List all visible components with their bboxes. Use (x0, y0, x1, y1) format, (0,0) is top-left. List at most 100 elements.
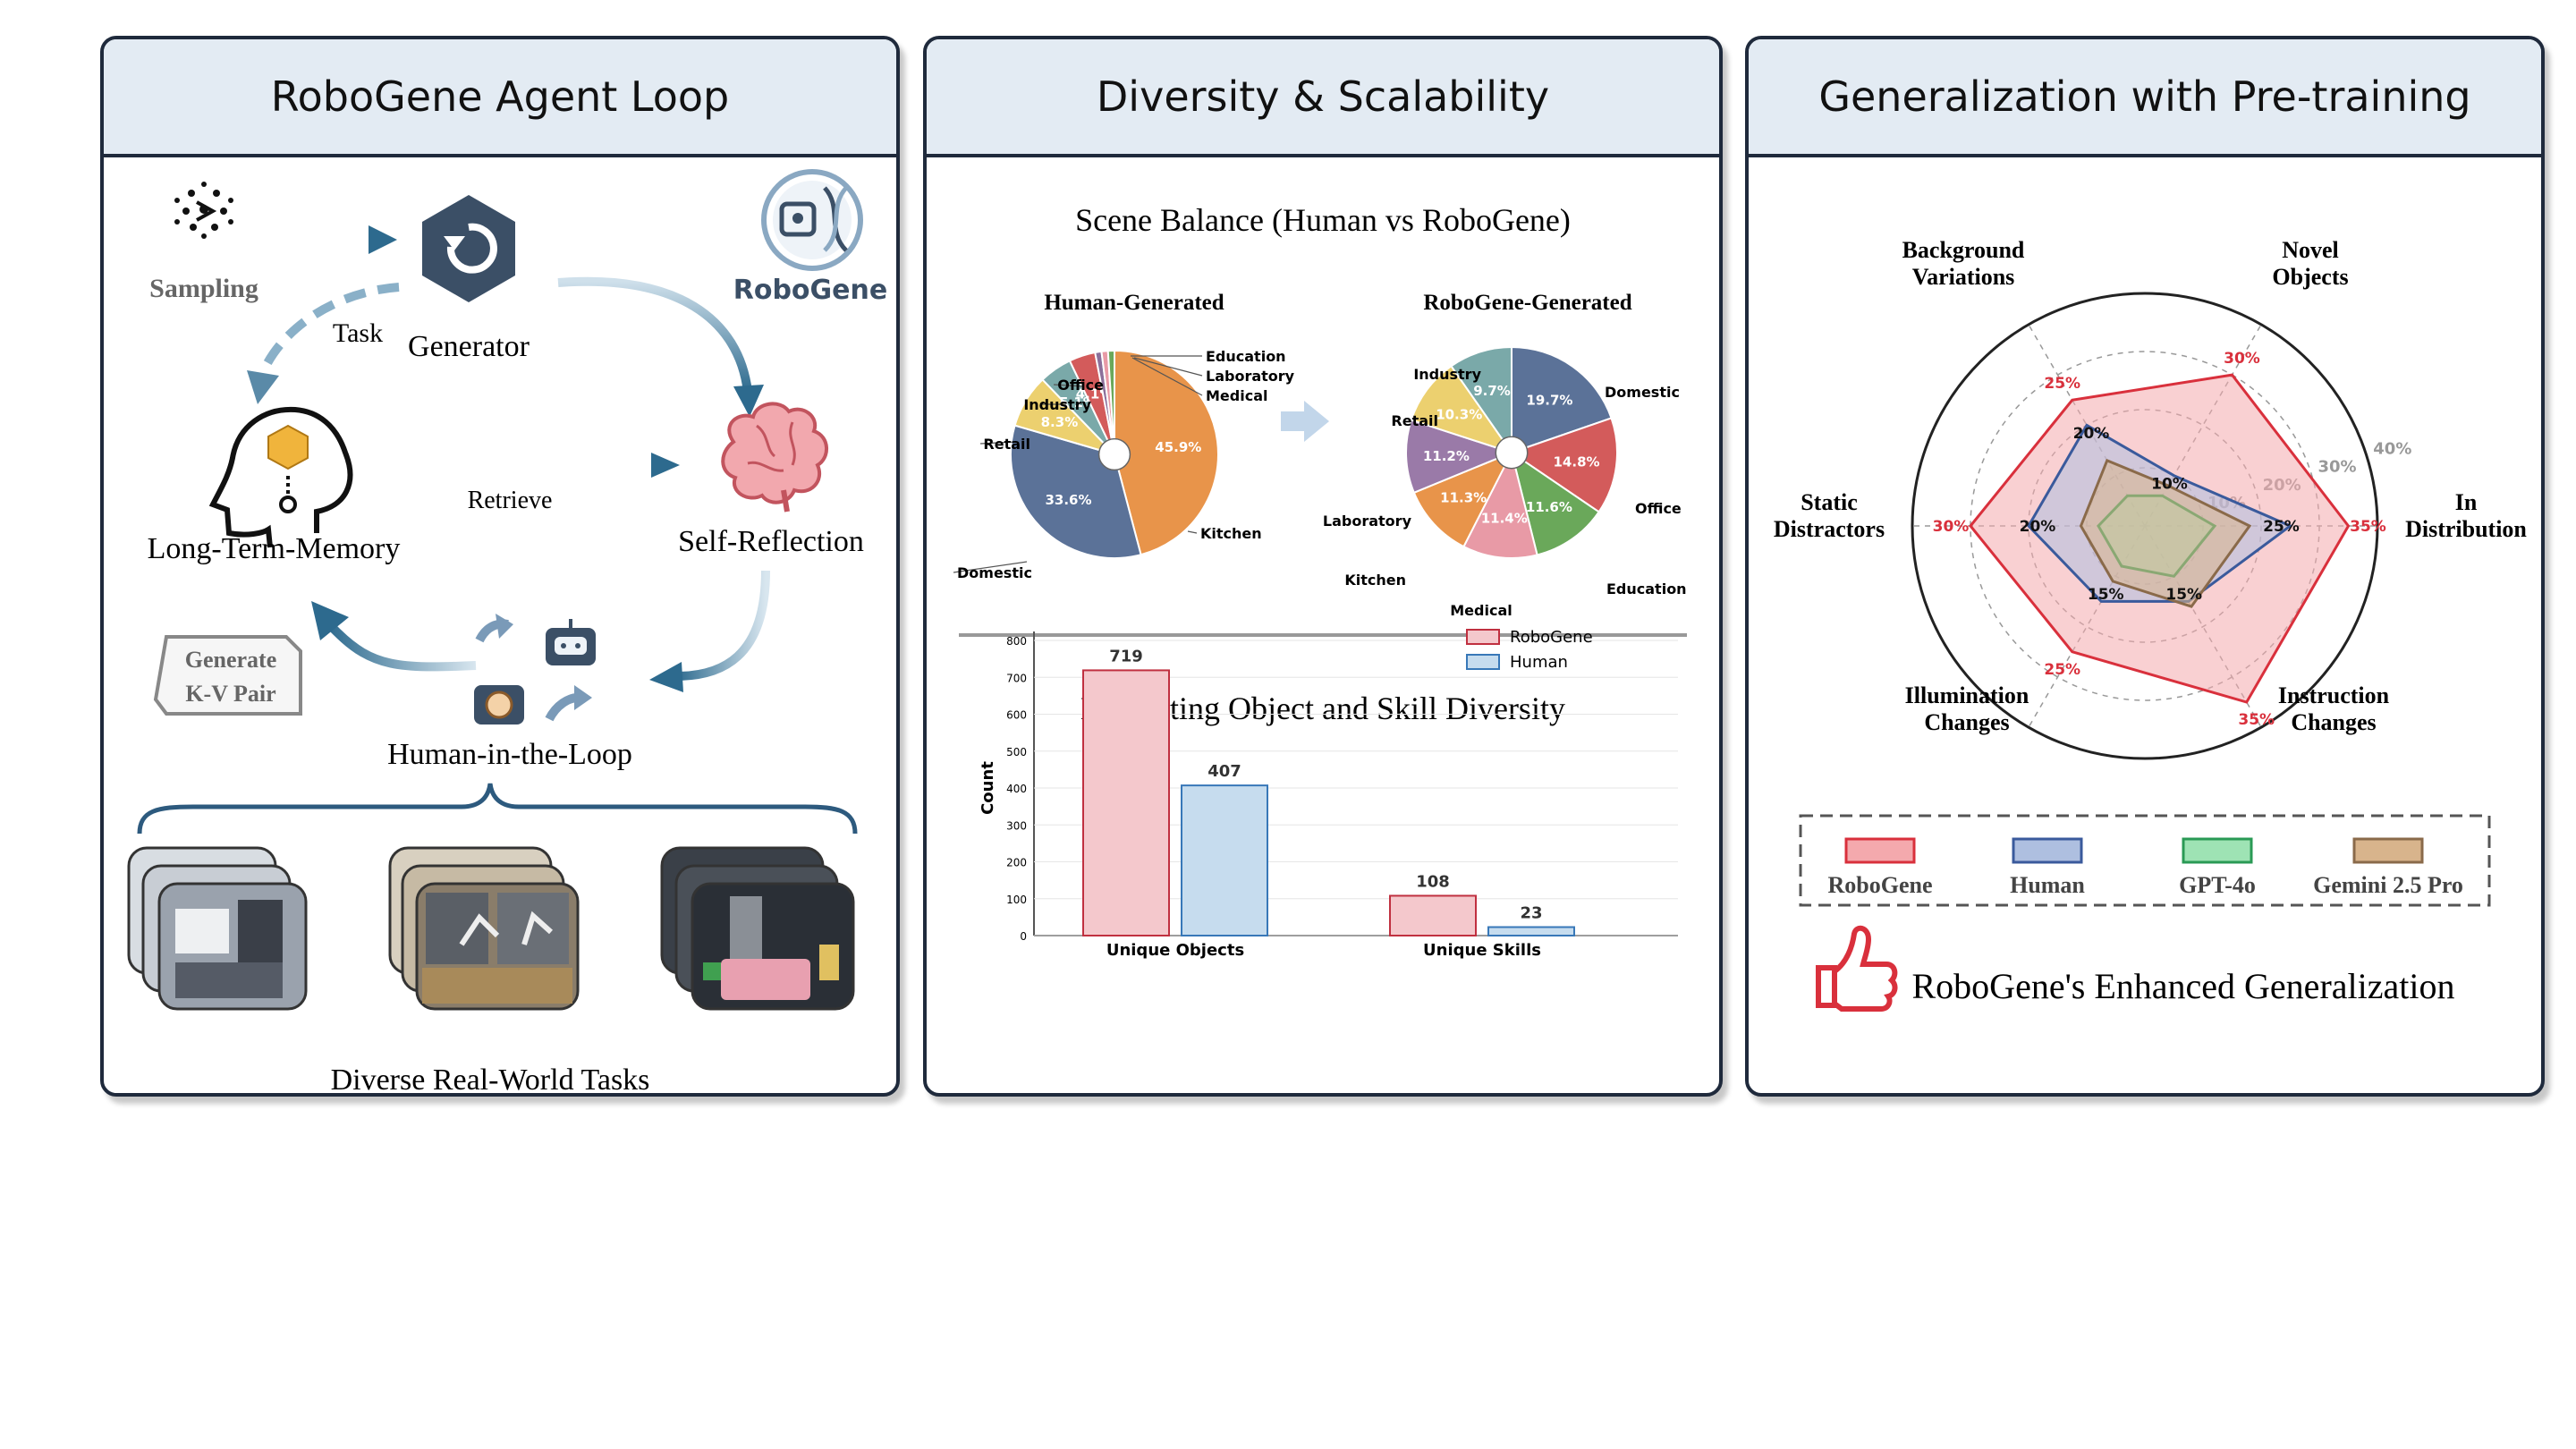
bar-category-1: Unique Skills (1423, 941, 1541, 960)
pie2-value-label-6: 10.3% (1436, 406, 1482, 422)
diversity-panel: Diversity & Scalability Scene Balance (H… (923, 36, 1723, 1097)
pie2-value-label-1: 14.8% (1554, 454, 1600, 470)
pie1-leader-4 (1053, 384, 1085, 387)
sampling-icon (174, 182, 233, 239)
pie2-slice-education (1510, 450, 1600, 556)
human-to-memory-arrow (324, 619, 477, 672)
radar-point-label-1-2: 20% (2073, 425, 2110, 443)
bar-category-0: Unique Objects (1106, 941, 1244, 960)
radar-axis-label-4-0: Illumination (1905, 682, 2029, 708)
pie2-value-label-7: 9.7% (1473, 383, 1511, 399)
generator-to-reflection-arrow (557, 276, 752, 393)
head-memory-icon (208, 406, 353, 548)
pie1-leader-2 (979, 441, 1017, 445)
tasks-brace (137, 783, 858, 835)
pie2-slice-laboratory (1405, 419, 1514, 495)
bar-ytick-600: 600 (1006, 709, 1027, 722)
radar-ring-label-40%: 40% (2373, 440, 2411, 459)
radar-legend-swatch-0 (1844, 837, 1916, 864)
task-photo-stack-3 (660, 846, 855, 1011)
pie2-value-label-5: 11.2% (1423, 448, 1470, 464)
pie1-value-label-1: 33.6% (1045, 492, 1091, 508)
radar-spoke-4 (2028, 525, 2146, 728)
pie1-slice-education (1106, 349, 1115, 455)
bar-ytick-400: 400 (1006, 783, 1027, 795)
task-arrow-head (247, 370, 279, 404)
task-photo-stack-2 (388, 846, 580, 1011)
agent-loop-header: RoboGene Agent Loop (104, 39, 896, 157)
agent-loop-title: RoboGene Agent Loop (270, 72, 730, 121)
diversity-bar-chart: 0100200300400500600700800Count719407Uniq… (979, 628, 1678, 960)
self-reflection-label: Self-Reflection (678, 525, 864, 558)
agent-loop-diagram: Sampling Generator RoboGene Task (127, 169, 887, 1097)
radar-axis-label-1-0: Novel (2282, 237, 2339, 263)
pie-comparison-arrow (1281, 401, 1329, 442)
bar-value-human-0: 407 (1208, 762, 1241, 781)
robogene-logo-icon (761, 169, 863, 271)
bar-ylabel: Count (979, 761, 997, 815)
pie2-slice-medical (1462, 450, 1538, 559)
pie1-category-label-industry: Industry (1023, 396, 1091, 413)
generalization-radar: 10%20%30%40%35%30%25%30%25%35%25%10%20%2… (1774, 237, 2527, 1012)
pie2-category-label-laboratory: Laboratory (1323, 513, 1412, 530)
pie2-category-label-medical: Medical (1450, 602, 1512, 619)
pie2-category-label-office: Office (1635, 500, 1682, 517)
pie1-category-label-retail: Retail (983, 436, 1030, 453)
radar-point-label-0-2: 25% (2044, 375, 2080, 393)
agent-loop-panel: RoboGene Agent Loop Sampling G (100, 36, 900, 1097)
task-label: Task (333, 318, 383, 348)
pie1-slice-kitchen (1114, 349, 1219, 556)
generate-kv-line1: Generate (185, 647, 277, 673)
generalization-header: Generalization with Pre-training (1749, 39, 2541, 157)
radar-axis-label-5-1: Changes (2291, 709, 2376, 735)
pie1-category-label-laboratory: Laboratory (1206, 368, 1295, 385)
generalization-caption: RoboGene's Enhanced Generalization (1912, 966, 2455, 1006)
radar-axis-label-5-0: Instruction (2278, 682, 2390, 708)
radar-axis-label-2-1: Variations (1912, 264, 2015, 290)
human-pie-chart: 45.9%33.6%8.3%5.1%4.1%KitchenDomesticRet… (953, 348, 1295, 581)
sampling-arrow-head (369, 225, 397, 254)
radar-axis-label-3-0: Static (1801, 489, 1858, 515)
bar-ytick-700: 700 (1006, 672, 1027, 684)
pie1-center-hole (1097, 437, 1131, 471)
bar-ytick-800: 800 (1006, 635, 1027, 648)
pie2-category-label-domestic: Domestic (1605, 384, 1680, 401)
pie1-category-label-medical: Medical (1206, 387, 1267, 404)
radar-axis-label-0-0: In (2455, 489, 2478, 515)
tasks-caption: Diverse Real-World Tasks (331, 1063, 650, 1097)
radar-chart: 10%20%30%40%35%30%25%30%25%35%25%10%20%2… (1774, 237, 2527, 760)
memory-arrow-head (311, 601, 349, 640)
bar-ytick-500: 500 (1006, 746, 1027, 758)
bar-value-robogene-1: 108 (1416, 872, 1450, 891)
bar-ytick-100: 100 (1006, 894, 1027, 906)
pie1-value-label-0: 45.9% (1155, 439, 1201, 455)
radar-point-label-1-3: 20% (2020, 518, 2056, 536)
pie2-slice-industry (1450, 345, 1513, 456)
human-in-loop-icon (474, 614, 596, 724)
pie2-slice-kitchen (1412, 451, 1514, 548)
pie1-leader-0 (1187, 530, 1198, 534)
radar-axis-label-3-1: Distractors (1774, 516, 1885, 542)
generate-kv-pair-tag: Generate K-V Pair (153, 635, 302, 716)
radar-point-label-0-5: 35% (2238, 711, 2275, 729)
radar-point-label-1-0: 25% (2263, 518, 2300, 536)
reflection-to-human-arrow (675, 570, 770, 681)
radar-axis-label-1-1: Objects (2272, 264, 2348, 290)
pie1-category-label-office: Office (1057, 377, 1104, 394)
pie2-value-label-2: 11.6% (1526, 499, 1572, 515)
diversity-title: Diversity & Scalability (1096, 72, 1550, 121)
bar-robogene-unique-skills (1389, 894, 1477, 937)
pie1-category-label-kitchen: Kitchen (1200, 525, 1262, 542)
human-in-loop-label: Human-in-the-Loop (387, 738, 632, 771)
retrieve-arrow-head (651, 453, 680, 478)
radar-axis-label-0-1: Distribution (2405, 516, 2527, 542)
diversity-charts: Scene Balance (Human vs RoboGene) Human-… (953, 202, 1687, 960)
bar-ytick-0: 0 (1020, 930, 1027, 943)
retrieve-label: Retrieve (468, 487, 553, 514)
radar-point-label-0-3: 30% (1933, 518, 1970, 536)
radar-spoke-2 (2028, 324, 2146, 527)
radar-ring-40 (1911, 292, 2379, 760)
pie2-category-label-kitchen: Kitchen (1344, 572, 1406, 589)
radar-axis-label-2-0: Background (1902, 237, 2025, 263)
